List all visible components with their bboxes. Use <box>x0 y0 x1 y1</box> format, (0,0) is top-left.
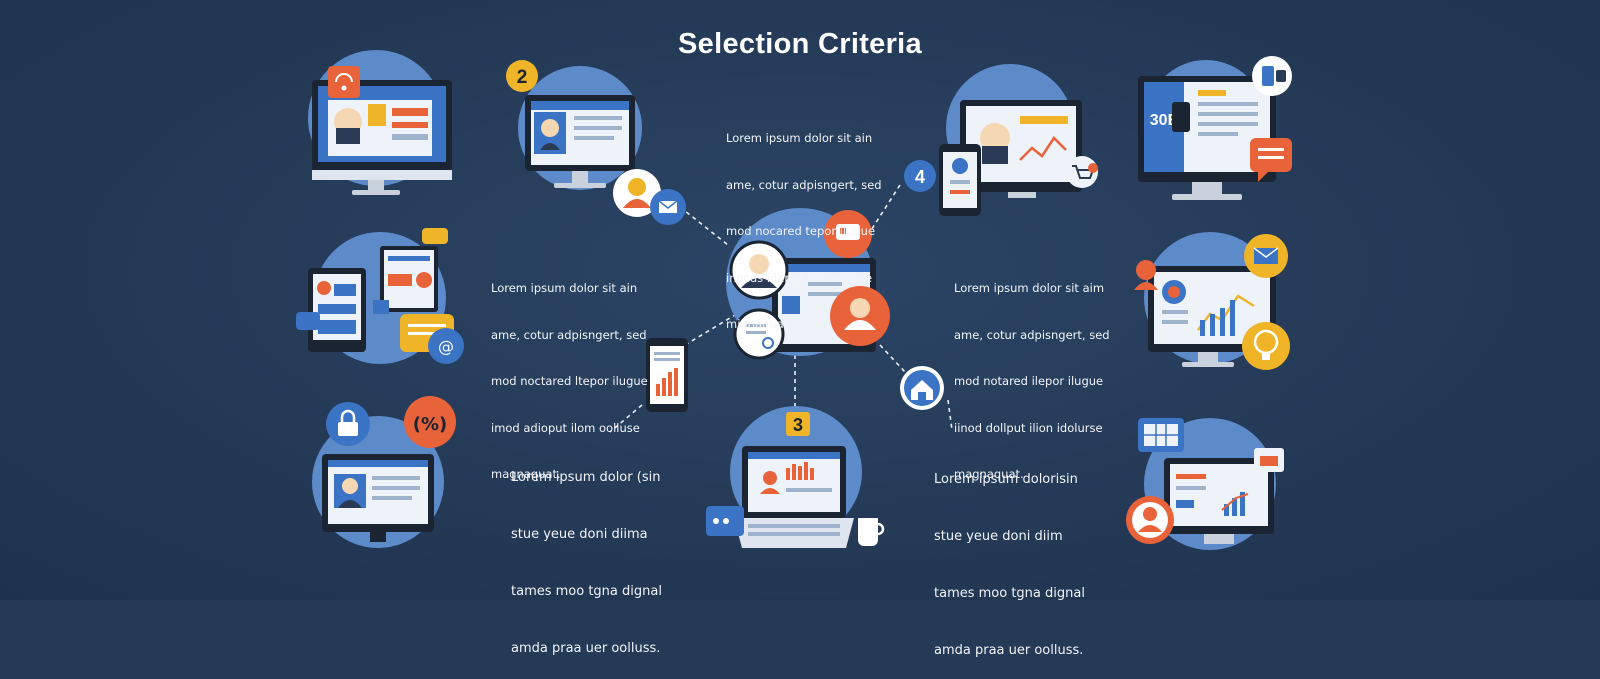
text-block-top-center: Lorem ipsum dolor sit ain ame, cotur adp… <box>726 100 882 348</box>
text-line: Lorem ipsum dolor sit ain <box>491 281 638 295</box>
text-line: amda praa uer oolluss. <box>934 643 1084 658</box>
text-line: Lorem ipsum dolorisin <box>934 472 1078 487</box>
text-line: Lorem ipsum dolor sit aim <box>954 281 1105 295</box>
text-line: amda praa uer oolluss. <box>511 641 661 656</box>
monitor-illustration-bottom-right <box>1126 418 1284 550</box>
text-line: ame, cotur adpisngert, sed <box>954 327 1110 342</box>
home-icon <box>900 366 944 410</box>
text-line: Lorem ipsum dolor sit ain <box>726 131 873 145</box>
infographic: 2 4 30E <box>0 0 1600 658</box>
text-block-middle-right: Lorem ipsum dolor sit aim ame, cotur adp… <box>954 250 1110 498</box>
text-line: mod nocared tepor ilugue <box>726 224 876 238</box>
text-line: magnaquat. <box>954 467 1024 481</box>
text-line: iinod dollput ilion idolurse <box>954 420 1103 435</box>
monitor-illustration-step-2: 2 <box>506 60 686 225</box>
text-block-bottom-left: Lorem ipsum dolor (sin stue yeue doni di… <box>511 430 662 677</box>
svg-text:@: @ <box>438 337 454 356</box>
monitor-illustration-bottom-left: (%) <box>312 396 456 548</box>
text-line: mignaquat. <box>726 317 792 331</box>
text-line: tames moo tgna dignal <box>934 586 1085 601</box>
text-line: tames moo tgna dignal <box>511 584 662 599</box>
text-line: mod noctared ltepor ilugue <box>491 374 648 388</box>
monitor-illustration-right <box>1134 232 1290 370</box>
connector-lines <box>609 184 953 433</box>
central-hub-illustration <box>726 208 890 360</box>
text-block-bottom-right: Lorem ipsum dolorisin stue yeue doni dii… <box>934 432 1085 679</box>
page-title: Selection Criteria <box>678 28 922 60</box>
text-line: stue yeue doni diima <box>511 527 648 542</box>
step-2-badge: 2 <box>517 67 528 88</box>
text-line: stue yeue doni diim <box>934 529 1063 544</box>
text-line: mod notared ilepor ilugue <box>954 374 1104 388</box>
text-line: ame, cotur adpisngert, sed <box>491 327 647 342</box>
text-line: imod adioput ilom oolluse <box>491 420 640 435</box>
laptop-illustration-step-3: 3 <box>706 406 885 548</box>
svg-text:(%): (%) <box>413 414 448 435</box>
svg-text:30E: 30E <box>1150 112 1179 129</box>
monitor-illustration-step-4: 4 <box>904 64 1098 216</box>
monitor-illustration-top-right: 30E <box>1138 56 1292 200</box>
text-line: inecds idapat ilon oolluse <box>726 270 873 285</box>
step-4-badge: 4 <box>915 167 925 187</box>
step-3-badge: 3 <box>793 415 803 435</box>
text-block-middle-left: Lorem ipsum dolor sit ain ame, cotur adp… <box>491 250 648 498</box>
text-line: magnaquat. <box>491 467 561 481</box>
devices-illustration-left: @ <box>296 228 464 364</box>
phone-chart-illustration <box>646 338 688 412</box>
illustration-layer: 2 4 30E <box>296 50 1292 550</box>
monitor-illustration-top-left <box>308 50 452 195</box>
text-line: ame, cotur adpisngert, sed <box>726 177 882 192</box>
text-line: Lorem ipsum dolor (sin <box>511 470 661 485</box>
